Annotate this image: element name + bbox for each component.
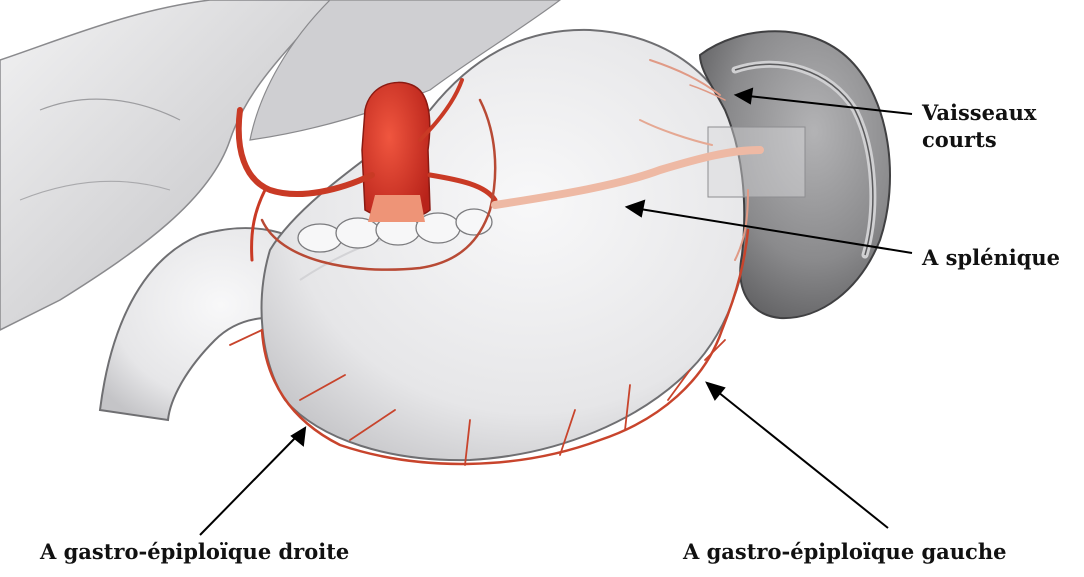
arrow-gastro-gauche	[718, 392, 888, 528]
label-vaisseaux-line1: Vaisseaux	[922, 99, 1036, 126]
label-vaisseaux-line2: courts	[922, 126, 1036, 153]
label-splenic-artery: A splénique	[922, 244, 1060, 271]
label-right-gastroepiploic-artery: A gastro-épiploïque droite	[40, 538, 349, 565]
arrow-gastro-droite	[200, 436, 297, 535]
label-left-gastroepiploic-artery: A gastro-épiploïque gauche	[683, 538, 1006, 565]
label-vaisseaux-courts: Vaisseaux courts	[922, 99, 1036, 153]
